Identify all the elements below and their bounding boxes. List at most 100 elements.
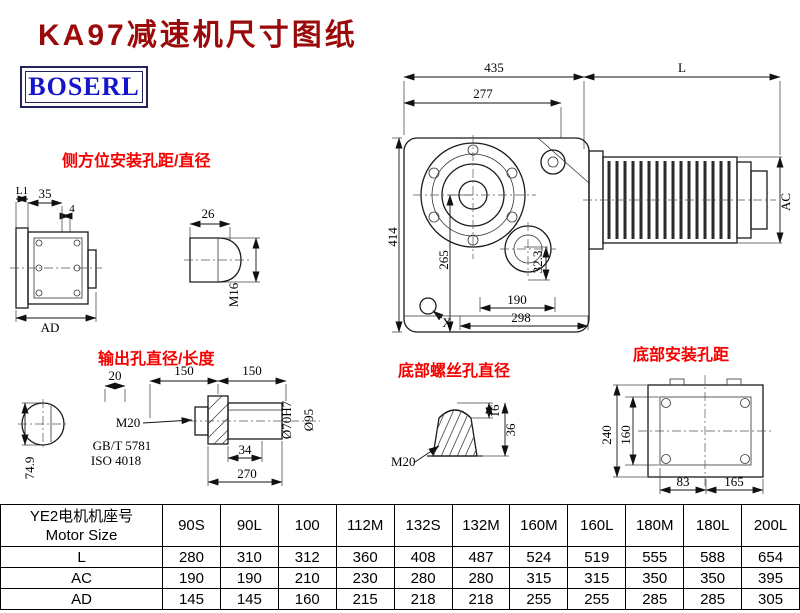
value-cell: 218 [393,588,453,610]
dim-m16: M16 [226,282,241,307]
value-cell: 487 [451,546,511,568]
motor-size-table: YE2电机机座号 Motor Size 90S 90L 100 112M 132… [0,504,800,610]
value-cell: 315 [567,567,627,589]
dim-150a: 150 [174,363,194,378]
value-cell: 210 [277,567,337,589]
dim-240: 240 [599,425,614,445]
value-cell: 312 [277,546,337,568]
dim-16: 16 [487,404,502,418]
side-view-drawing: L1 35 4 AD [10,185,102,335]
size-col-header: 160L [567,504,627,547]
dim-ad: AD [41,320,60,335]
dim-34: 34 [239,442,253,457]
dim-d70h7: Ø70H7 [279,400,294,439]
size-col-header: 160M [509,504,569,547]
motor [583,150,776,250]
header-en: Motor Size [45,526,118,544]
dim-l1: L1 [16,185,28,197]
value-cell: 519 [567,546,627,568]
value-cell: 255 [509,588,569,610]
dim-d95: Ø95 [301,409,316,431]
dim-190: 190 [507,292,527,307]
value-cell: 145 [219,588,279,610]
output-shaft-body [18,395,320,449]
dim-414: 414 [385,227,400,247]
label-bottom-screw: 底部螺丝孔直径 [398,363,511,380]
size-col-header: 132S [393,504,453,547]
size-col-header: 180L [683,504,743,547]
value-cell: 215 [335,588,395,610]
shaft-dimensions: 26 M16 [189,206,260,307]
bottom-screw-drawing: 16 36 M20 [391,402,518,469]
dim-277: 277 [473,86,493,101]
value-cell: 190 [219,567,279,589]
row-label: L [0,546,163,568]
table-row-L: L 280 310 312 360 408 487 524 519 555 58… [0,546,800,568]
dim-4: 4 [69,203,75,215]
page-title: KA97减速机尺寸图纸 [38,19,358,52]
value-cell: 350 [683,567,743,589]
value-cell: 280 [451,567,511,589]
bolt-dimensions: 16 36 M20 [391,402,518,469]
table-row-AD: AD 145 145 160 215 218 218 255 255 285 2… [0,588,800,610]
bottom-mount-dimensions: 240 160 83 165 [599,384,764,494]
dim-L: L [678,60,686,75]
dim-ac: AC [778,193,793,211]
size-col-header: 200L [741,504,800,547]
bottom-mount-drawing: 240 160 83 165 [599,375,773,494]
dim-298: 298 [511,310,531,325]
value-cell: 315 [509,567,569,589]
value-cell: 654 [741,546,800,568]
bottom-mount-body [638,375,773,487]
dim-m20-output: M20 [116,415,141,430]
value-cell: 160 [277,588,337,610]
label-bottom-mount: 底部安装孔距 [633,347,730,364]
value-cell: 350 [625,567,685,589]
value-cell: 555 [625,546,685,568]
value-cell: 588 [683,546,743,568]
side-view-dimensions: L1 35 4 AD [15,185,97,335]
value-cell: 524 [509,546,569,568]
dim-26: 26 [202,206,216,221]
size-col-header: 100 [277,504,337,547]
logo-text: BOSERL [28,72,140,101]
dim-270: 270 [237,466,257,481]
value-cell: 285 [683,588,743,610]
output-shaft-drawing: 20 150 150 74.9 M20 GB/T 5781 ISO 4018 3… [18,363,320,486]
value-cell: 305 [741,588,800,610]
dim-36: 36 [503,423,518,437]
size-col-header: 90L [219,504,279,547]
size-col-header: 180M [625,504,685,547]
value-cell: 280 [162,546,221,568]
output-shaft-dimensions: 20 150 150 74.9 M20 GB/T 5781 ISO 4018 3… [21,363,316,486]
dim-160: 160 [618,425,633,445]
value-cell: 255 [567,588,627,610]
row-label: AD [0,588,163,610]
dim-265: 265 [436,250,451,270]
shaft-m16-drawing: 26 M16 [184,206,260,307]
main-view-dimensions: 435 L 277 414 265 32.3 190 298 [385,60,793,333]
dim-m20-bolt: M20 [391,454,416,469]
standard-gbt: GB/T 5781 [93,438,152,453]
shaft-body [184,237,250,283]
motor-size-header: YE2电机机座号 Motor Size [0,504,163,547]
size-col-header: 112M [335,504,395,547]
dim-35: 35 [39,186,52,201]
dim-83: 83 [677,474,690,489]
size-col-header: 90S [162,504,221,547]
table-header-row: YE2电机机座号 Motor Size 90S 90L 100 112M 132… [0,504,800,547]
dim-74-9: 74.9 [22,457,37,480]
value-cell: 218 [451,588,511,610]
value-cell: 408 [393,546,453,568]
gearbox-body [403,135,590,333]
value-cell: 145 [162,588,221,610]
boserl-logo: BOSERL [20,66,148,108]
value-cell: 395 [741,567,800,589]
value-cell: 230 [335,567,395,589]
dim-20: 20 [109,368,122,383]
value-cell: 285 [625,588,685,610]
label-output-hole: 输出孔直径/长度 [98,351,215,368]
table-row-AC: AC 190 190 210 230 280 280 315 315 350 3… [0,567,800,589]
dim-150b: 150 [242,363,262,378]
